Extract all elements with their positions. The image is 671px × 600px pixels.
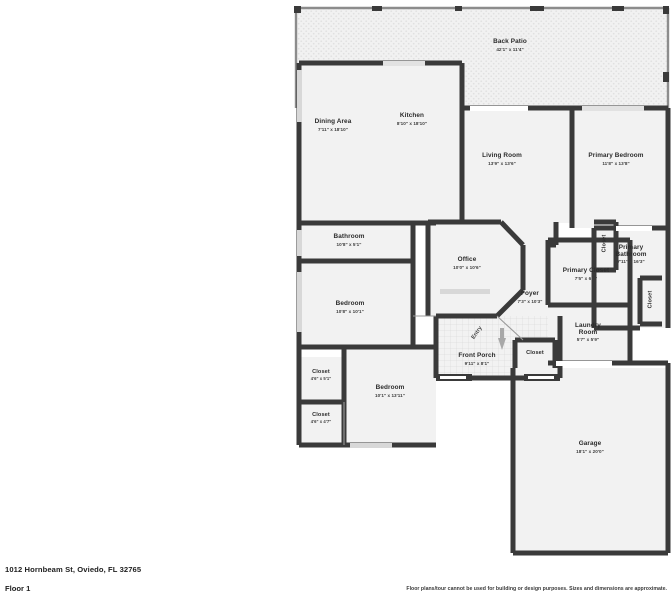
room-shape-living-room xyxy=(462,108,572,223)
property-address: 1012 Hornbeam St, Oviedo, FL 32765 xyxy=(5,565,142,574)
entry-arrow-icon xyxy=(498,328,506,350)
wall-group-openings xyxy=(297,61,652,448)
floor-plan-drawing xyxy=(294,6,671,556)
door-swing-group xyxy=(343,315,524,445)
disclaimer-text: Floor plans/tour cannot be used for buil… xyxy=(406,586,667,592)
room-shape-garage xyxy=(513,368,668,553)
room-shape-closet-primary-a xyxy=(594,222,616,270)
room-shape-dining-kitchen xyxy=(299,63,462,223)
wall-group-exterior xyxy=(294,6,670,108)
room-shape-closet-left-1 xyxy=(299,357,344,402)
room-shape-bedroom-2 xyxy=(344,347,436,445)
room-shape-bedroom-1 xyxy=(299,261,413,347)
room-shape-closet-primary-b xyxy=(640,278,662,324)
room-shape-bathroom xyxy=(299,223,413,261)
room-shape-primary-bedroom xyxy=(572,108,668,228)
room-shape-closet-left-2 xyxy=(299,403,344,445)
wall-group-posts xyxy=(294,6,669,82)
plan-footer: 1012 Hornbeam St, Oviedo, FL 32765 Floor… xyxy=(0,560,671,600)
floor-label: Floor 1 xyxy=(5,584,31,593)
